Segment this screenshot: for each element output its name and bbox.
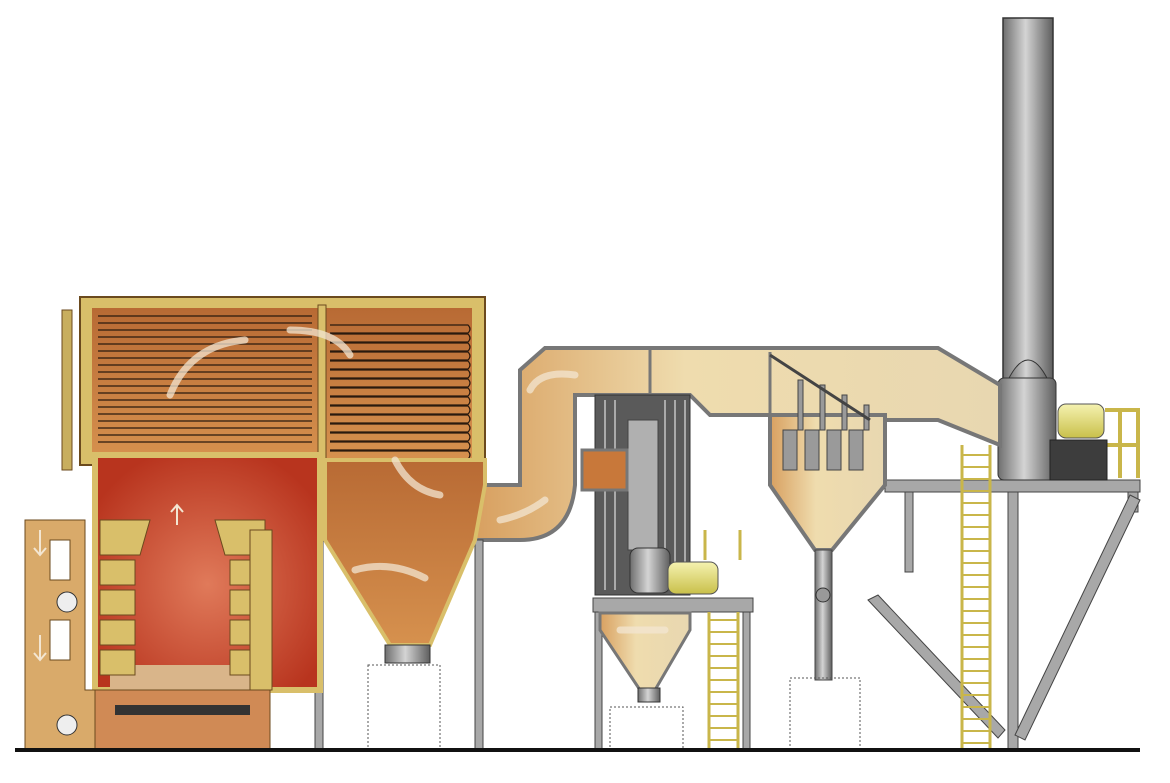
air-fan-motor: [667, 561, 719, 595]
chimney-stack: [1002, 17, 1054, 419]
ground-line: [15, 748, 1140, 752]
fan-motor: [1057, 403, 1105, 439]
ash-hopper-mid: [598, 611, 692, 692]
flue-duct: [473, 346, 1002, 542]
ash-bins: [367, 664, 861, 751]
fan-platform: [867, 479, 1141, 751]
railing-right: [1105, 408, 1140, 478]
damper-icon: [815, 587, 831, 603]
motor-base: [1049, 439, 1108, 481]
cyclone-tubes: [769, 353, 871, 471]
boiler-hopper: [323, 458, 487, 647]
boiler-tubes: [98, 315, 471, 460]
damper-icon: [56, 591, 78, 613]
refractory-walls: [99, 519, 273, 691]
flow-arrow-icon: [166, 326, 669, 634]
mid-platform: [592, 597, 754, 751]
discharge-pipe: [814, 549, 833, 681]
ladder-rungs: [709, 454, 990, 744]
induced-draft-fan: [997, 377, 1057, 481]
damper-icon: [56, 714, 78, 736]
grate: [94, 689, 271, 751]
